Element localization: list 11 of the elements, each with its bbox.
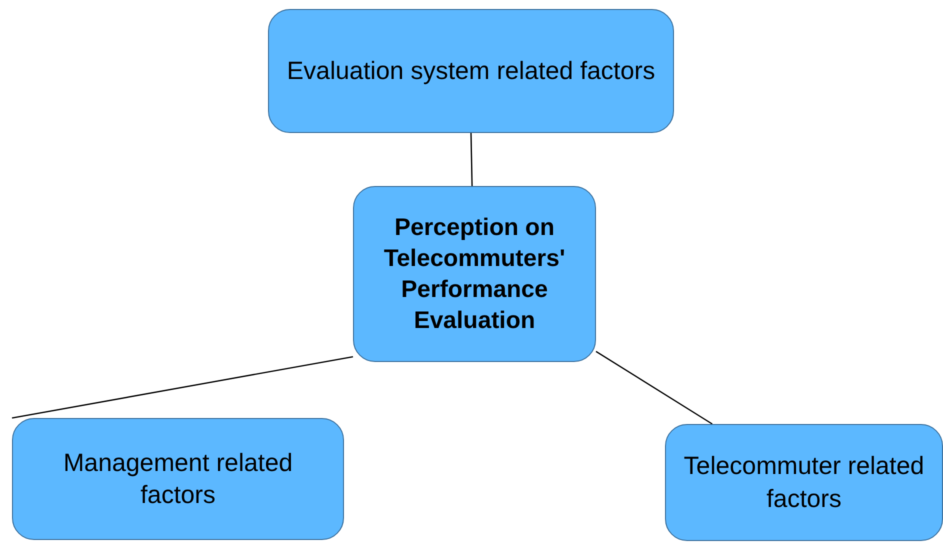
- rounded-box: [12, 418, 344, 540]
- rounded-box: [268, 9, 674, 133]
- rounded-box: [353, 186, 596, 362]
- rounded-box: [665, 424, 943, 541]
- node-text: Management related factors: [62, 448, 294, 511]
- node-text: Evaluation system related factors: [286, 56, 656, 87]
- connector-line: [470, 132, 473, 186]
- connector-line: [596, 350, 713, 425]
- node-text: Telecommuter related factors: [682, 451, 926, 514]
- connector-line: [12, 356, 354, 419]
- node-text: Perception on Telecommuters' Performance Evaluation: [382, 212, 566, 336]
